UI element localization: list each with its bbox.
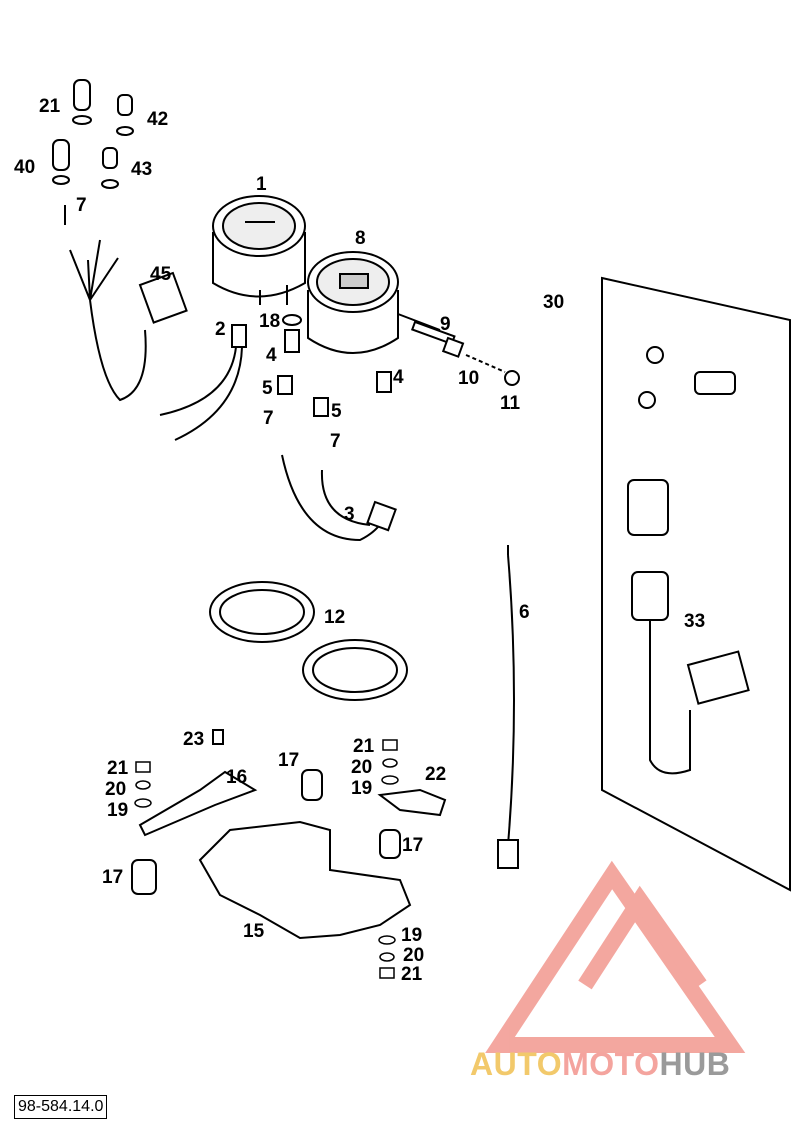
gasket-rings-icon <box>209 581 408 701</box>
part-label-22: 22 <box>425 764 447 785</box>
part-label-17-right: 17 <box>402 835 424 856</box>
part-label-5-right: 5 <box>331 401 342 422</box>
fastener-parts-icon <box>277 314 392 417</box>
tachometer-icon <box>212 195 306 305</box>
part-label-40: 40 <box>14 157 36 178</box>
part-label-19-mid: 19 <box>351 778 373 799</box>
part-label-18: 18 <box>259 311 281 332</box>
part-label-11: 11 <box>500 393 521 414</box>
watermark-brand-text: AUTOMOTOHUB <box>470 1046 730 1083</box>
part-label-43: 43 <box>131 159 153 180</box>
part-label-20-bottom: 20 <box>403 945 425 966</box>
part-label-6: 6 <box>519 602 530 623</box>
part-label-5-left: 5 <box>262 378 273 399</box>
part-label-7-right: 7 <box>330 431 341 452</box>
part-label-21-mid: 21 <box>353 736 375 757</box>
part-label-17-left: 17 <box>102 867 124 888</box>
part-label-19-bottom: 19 <box>401 925 423 946</box>
rubber-mount-icon <box>131 729 401 895</box>
part-label-4-right: 4 <box>393 367 404 388</box>
part-label-10: 10 <box>458 368 480 389</box>
part-label-4-left: 4 <box>266 345 277 366</box>
speedometer-icon <box>307 251 441 354</box>
part-label-45: 45 <box>150 264 172 285</box>
part-label-7-top: 7 <box>76 195 87 216</box>
part-label-41: 21 <box>39 96 61 117</box>
part-label-7-left: 7 <box>263 408 274 429</box>
part-label-23: 23 <box>183 729 205 750</box>
ignition-panel <box>601 276 791 892</box>
part-label-30: 30 <box>543 292 565 313</box>
part-label-21-bottom: 21 <box>401 964 423 985</box>
ignition-switch-icon <box>627 346 750 775</box>
part-label-2: 2 <box>215 319 226 340</box>
part-label-20-left: 20 <box>105 779 127 800</box>
wiring-harness-icon <box>64 205 188 402</box>
watermark-part3: HUB <box>659 1046 731 1082</box>
watermark-part2: MOTO <box>562 1046 660 1082</box>
reference-code: 98-584.14.0 <box>14 1095 108 1119</box>
part-label-21-left: 21 <box>107 758 129 779</box>
part-label-8: 8 <box>355 228 366 249</box>
washer-nut-stack-icon <box>134 739 399 979</box>
part-label-42: 42 <box>147 109 169 130</box>
part-label-33: 33 <box>684 611 706 632</box>
part-label-19-left: 19 <box>107 800 129 821</box>
wire-lead-icon <box>159 324 247 441</box>
part-label-16: 16 <box>226 767 248 788</box>
sensor-cable-icon <box>281 454 397 542</box>
part-label-17-top: 17 <box>278 750 300 771</box>
part-label-3: 3 <box>344 504 355 525</box>
part-label-20-mid: 20 <box>351 757 373 778</box>
part-label-12: 12 <box>324 607 346 628</box>
watermark-logo-icon <box>485 860 746 1053</box>
part-label-15: 15 <box>243 921 265 942</box>
part-label-9: 9 <box>440 314 451 335</box>
bulb-parts-icon <box>52 79 134 189</box>
speedometer-drive-icon <box>410 320 520 386</box>
part-label-1: 1 <box>256 174 267 195</box>
mounting-bracket-icon <box>138 770 447 940</box>
watermark-part1: AUTO <box>470 1046 563 1082</box>
speedometer-cable-icon <box>497 545 519 869</box>
